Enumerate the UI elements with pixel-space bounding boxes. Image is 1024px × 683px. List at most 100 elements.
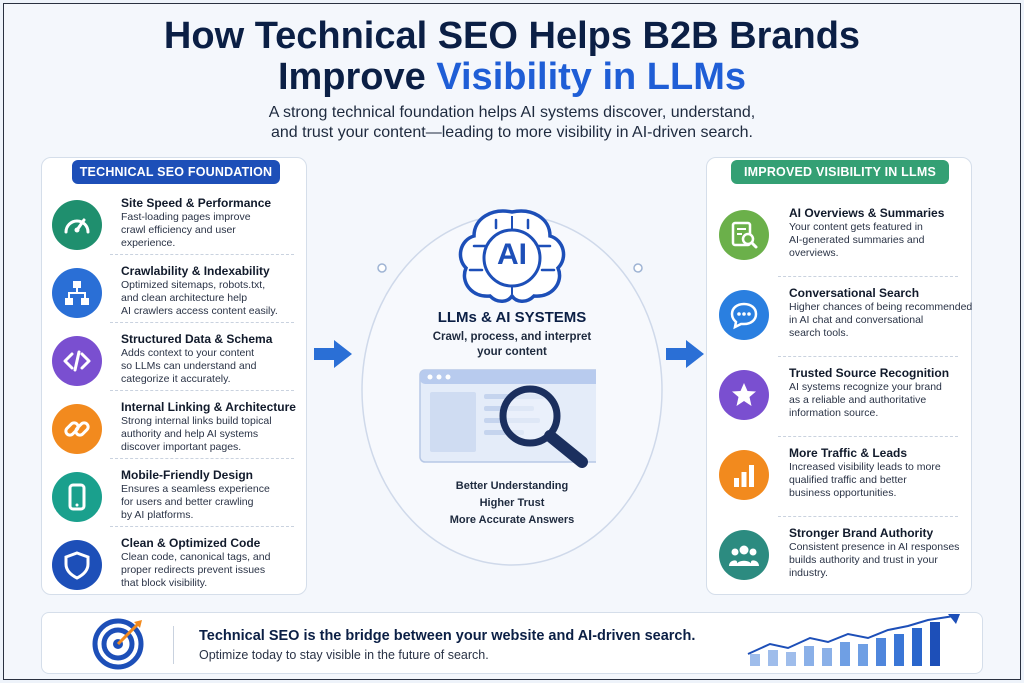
right-item-title: Conversational Search [789, 286, 920, 300]
description-line: industry. [789, 567, 828, 579]
left-item-title: Site Speed & Performance [121, 196, 272, 210]
description-line: Consistent presence in AI responses [789, 541, 960, 553]
description-line: search tools. [789, 327, 849, 339]
bar-chart-badge [719, 450, 769, 500]
ai-subtitle-line1: Crawl, process, and interpret [432, 331, 592, 343]
item-separator [778, 516, 958, 517]
ai-systems-subtitle: Crawl, process, and interpret your conte… [400, 330, 624, 360]
arrow-right-icon [666, 340, 704, 368]
subtitle-line1: A strong technical foundation helps AI s… [268, 104, 756, 121]
chat-bubble-badge [719, 290, 769, 340]
left-item-description: Optimized sitemaps, robots.txt,and clean… [121, 279, 278, 318]
item-separator [110, 322, 294, 323]
chat-bubble-icon [729, 300, 759, 330]
description-line: that block visibility. [121, 577, 208, 589]
description-line: crawl efficiency and user [121, 224, 236, 236]
description-line: proper redirects prevent issues [121, 564, 266, 576]
description-line: Adds context to your content [121, 347, 255, 359]
title-accent: Visibility in LLMs [436, 56, 747, 98]
speedometer-badge [52, 200, 102, 250]
banner-divider [173, 626, 174, 664]
description-line: discover important pages. [121, 441, 242, 453]
link-icon [62, 414, 92, 444]
description-line: Optimized sitemaps, robots.txt, [121, 279, 266, 291]
description-line: AI systems recognize your brand [789, 381, 942, 393]
description-line: Higher chances of being recommended [789, 301, 973, 313]
item-separator [110, 458, 294, 459]
code-badge [52, 336, 102, 386]
shield-icon [62, 550, 92, 580]
description-line: in AI chat and conversational [789, 314, 924, 326]
item-separator [778, 276, 958, 277]
right-item-title: Stronger Brand Authority [789, 526, 934, 540]
target-icon [92, 618, 144, 670]
ai-label: AI [497, 238, 527, 271]
people-badge [719, 530, 769, 580]
description-line: categorize it accurately. [121, 373, 231, 385]
banner-sub-text: Optimize today to stay visible in the fu… [199, 648, 489, 662]
page-subtitle: A strong technical foundation helps AI s… [0, 103, 1024, 143]
star-icon [729, 380, 759, 410]
mobile-badge [52, 472, 102, 522]
description-line: so LLMs can understand and [121, 360, 257, 372]
shield-badge [52, 540, 102, 590]
document-search-badge [719, 210, 769, 260]
growth-chart-icon [747, 614, 960, 666]
right-item-title: More Traffic & Leads [789, 446, 908, 460]
description-line: AI-generated summaries and [789, 234, 925, 246]
description-line: Increased visibility leads to more [789, 461, 941, 473]
ai-subtitle-line2: your content [477, 346, 547, 358]
left-item-title: Structured Data & Schema [121, 332, 273, 346]
right-item-title: AI Overviews & Summaries [789, 206, 945, 220]
link-badge [52, 404, 102, 454]
ai-systems-title: LLMs & AI SYSTEMS [437, 309, 587, 326]
magnifier-icon [499, 385, 588, 468]
description-line: by AI platforms. [121, 509, 194, 521]
code-icon [62, 346, 92, 376]
brain-icon [458, 209, 566, 303]
description-line: overviews. [789, 247, 839, 259]
right-item-title: Trusted Source Recognition [789, 366, 950, 380]
description-line: AI crawlers access content easily. [121, 305, 278, 317]
page-title-line1: How Technical SEO Helps B2B Brands [163, 15, 861, 57]
item-separator [110, 526, 294, 527]
description-line: and clean architecture help [121, 292, 248, 304]
description-line: Clean code, canonical tags, and [121, 551, 271, 563]
sitemap-badge [52, 268, 102, 318]
benefit-understanding: Better Understanding [455, 480, 569, 492]
people-icon [728, 540, 760, 570]
star-badge [719, 370, 769, 420]
sitemap-icon [62, 278, 92, 308]
mobile-icon [62, 482, 92, 512]
description-line: authority and help AI systems [121, 428, 259, 440]
description-line: qualified traffic and better [789, 474, 907, 486]
left-panel-header: TECHNICAL SEO FOUNDATION [72, 160, 280, 184]
description-line: Strong internal links build topical [121, 415, 272, 427]
bar-chart-icon [729, 460, 759, 490]
description-line: as a reliable and authoritative [789, 394, 927, 406]
document-search-icon [729, 220, 759, 250]
arrow-right-icon [314, 340, 352, 368]
description-line: Your content gets featured in [789, 221, 923, 233]
item-separator [778, 356, 958, 357]
banner-main-text: Technical SEO is the bridge between your… [199, 628, 696, 644]
page-title-line2: Improve Visibility in LLMs [0, 57, 1024, 97]
description-line: Ensures a seamless experience [121, 483, 270, 495]
subtitle-line2: and trust your content—leading to more v… [270, 124, 753, 141]
item-separator [778, 436, 958, 437]
item-separator [110, 390, 294, 391]
description-line: information source. [789, 407, 879, 419]
title-prefix: Improve [277, 56, 437, 98]
description-line: for users and better crawling [121, 496, 254, 508]
left-item-title: Mobile-Friendly Design [121, 468, 254, 482]
speedometer-icon [62, 210, 92, 240]
benefit-trust: Higher Trust [479, 497, 545, 509]
